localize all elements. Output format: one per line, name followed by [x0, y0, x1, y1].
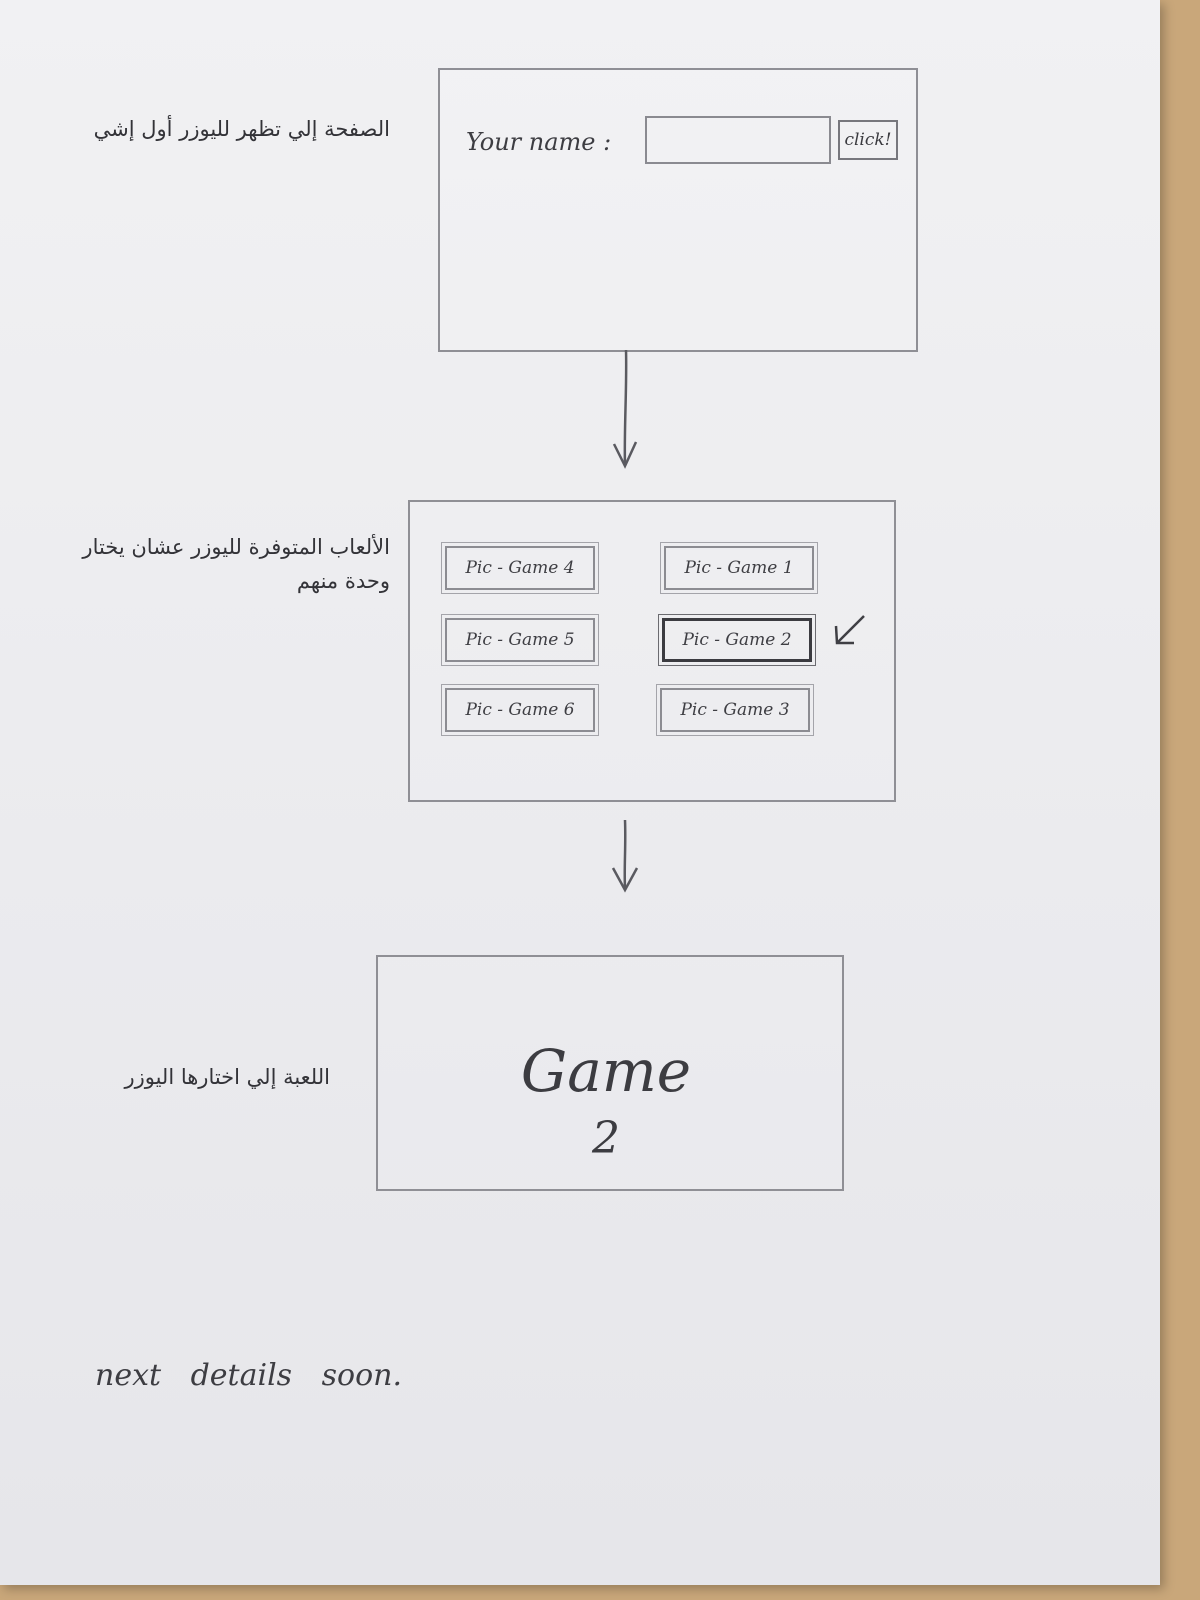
- game-number: 2: [592, 1113, 620, 1164]
- game-card-5[interactable]: Pic - Game 5: [441, 614, 599, 666]
- screen1-frame: [438, 68, 918, 352]
- selection-pointer-icon: [834, 615, 865, 645]
- game-card-label: Pic - Game 6: [465, 700, 575, 720]
- footer-note: next details soon.: [95, 1358, 402, 1393]
- name-input[interactable]: [645, 116, 831, 164]
- screen2-frame: [408, 500, 896, 802]
- arrow-down-icon: [612, 349, 638, 469]
- screen3-note: اللعبة إلي اختارها اليوزر: [124, 1065, 330, 1089]
- paper-sheet: الصفحة إلي تظهر لليوزر أول إشي Your name…: [0, 0, 1160, 1585]
- arrow-down-icon: [611, 819, 639, 893]
- game-card-3[interactable]: Pic - Game 3: [656, 684, 814, 736]
- game-card-label: Pic - Game 4: [465, 558, 575, 578]
- game-card-4[interactable]: Pic - Game 4: [441, 542, 599, 594]
- game-title: Game: [520, 1037, 692, 1105]
- game-card-label: Pic - Game 3: [680, 700, 790, 720]
- game-card-2[interactable]: Pic - Game 2: [658, 614, 816, 666]
- screen3-frame: [376, 955, 844, 1191]
- screen1-note: الصفحة إلي تظهر لليوزر أول إشي: [93, 117, 390, 141]
- screen2-note: الألعاب المتوفرة لليوزر عشان يختار وحدة …: [82, 535, 390, 593]
- game-card-label: Pic - Game 2: [682, 630, 792, 650]
- game-card-label: Pic - Game 5: [465, 630, 575, 650]
- game-card-label: Pic - Game 1: [684, 558, 794, 578]
- click-button[interactable]: click!: [838, 120, 898, 160]
- game-card-1[interactable]: Pic - Game 1: [660, 542, 818, 594]
- game-card-6[interactable]: Pic - Game 6: [441, 684, 599, 736]
- name-label: Your name :: [466, 128, 612, 156]
